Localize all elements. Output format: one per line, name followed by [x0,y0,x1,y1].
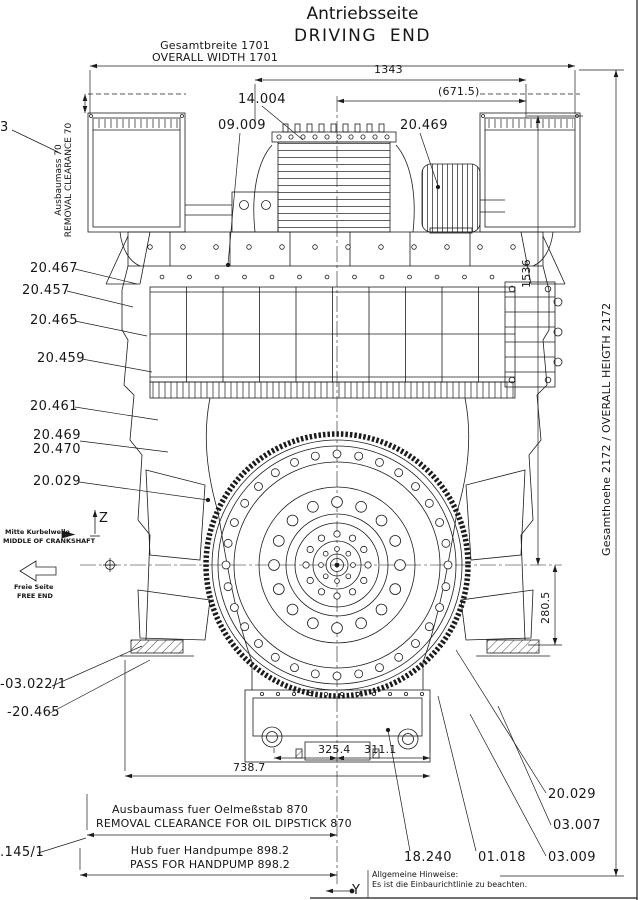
axis-z-label: Z [99,511,109,526]
dim-overall-width-en: OVERALL WIDTH 1701 [151,51,279,64]
dim-311-1: 311.1 [364,743,397,756]
heat-exchanger-core [149,286,516,399]
callout-20-459: 20.459 [37,351,85,366]
thermostat-housing [185,191,279,233]
callout-3-partial: 3 [0,120,9,135]
notes-line1: Es ist die Einbaurichtlinie zu beachten. [372,880,528,889]
dim-1343: 1343 [374,63,403,76]
callout-20-461: 20.461 [30,399,78,414]
dim-removal-clearance-en: REMOVAL CLEARANCE 70 [64,122,75,238]
rocker-cover-band [105,231,566,285]
air-filter-left [87,112,186,233]
dim-removal-clearance-de: Ausbaumass 70 [54,144,64,216]
notes-heading: Allgemeine Hinweise: [372,870,459,879]
callout-20-465: 20.465 [30,313,78,328]
dim-dipstick-en: REMOVAL CLEARANCE FOR OIL DIPSTICK 870 [96,817,352,830]
right-side-module [504,281,563,388]
callout-20-029-br: 20.029 [548,787,596,802]
drawing-title-en: DRIVING END [294,26,431,46]
drawing-title-de: Antriebsseite [306,4,419,24]
callout-20-470: 20.470 [33,442,81,457]
dim-handpump-en: PASS FOR HANDPUMP 898.2 [130,858,290,871]
dim-738-7: 738.7 [233,761,266,774]
flywheel-housing [205,397,470,690]
dim-overall-width-de: Gesamtbreite 1701 [160,39,270,52]
left-side-structure [120,265,211,657]
dim-325-4: 325.4 [318,743,351,756]
callout-20-029-left: 20.029 [33,474,81,489]
dim-removal-clearance: Ausbaumass 70 REMOVAL CLEARANCE 70 [54,114,75,246]
y-axis-arrow-icon [326,888,355,894]
z-axis-arrow-icon [90,510,100,537]
air-filter-right [479,112,581,233]
free-end-arrow-icon [19,560,57,582]
intercooler [253,123,415,233]
callout-14-004: 14.004 [238,92,286,107]
callout-20-465-bl: -20.465 [7,705,60,720]
callout-20-467: 20.467 [30,261,78,276]
right-side-structure [460,265,550,657]
callout-03-022-1: -03.022/1 [0,677,67,692]
oil-pan [244,689,431,763]
generator [421,163,505,234]
axis-y-label: Y [352,883,361,898]
engine-geometry [19,112,581,894]
dim-handpump-de: Hub fuer Handpumpe 898.2 [130,844,290,857]
callout-01-018: 01.018 [478,850,526,865]
callout-145-1: .145/1 [0,845,44,860]
callout-20-457: 20.457 [22,283,70,298]
callout-20-469: 20.469 [33,428,81,443]
callout-20-469-top: 20.469 [400,118,448,133]
callout-09-009: 09.009 [218,118,266,133]
ref-free-end-en: FREE END [17,592,53,600]
dim-280-5: 280.5 [539,591,552,625]
dim-dipstick-de: Ausbaumass fuer Oelmeßstab 870 [111,803,309,816]
callout-03-007: 03.007 [553,818,601,833]
sheet-border [310,0,638,900]
callout-03-009: 03.009 [548,850,596,865]
ref-crankshaft-en: MIDDLE OF CRANKSHAFT [3,537,96,545]
ref-crankshaft-de: Mitte Kurbelwelle [5,528,70,536]
dim-1536: 1536 [520,259,533,288]
dim-671-5: (671.5) [438,85,480,98]
dim-overall-height: Gesamthoehe 2172 / OVERALL HEIGTH 2172 [600,302,613,556]
crankshaft-center-mark [61,530,117,572]
ref-free-end-de: Freie Seite [14,583,54,591]
callout-18-240: 18.240 [404,850,452,865]
